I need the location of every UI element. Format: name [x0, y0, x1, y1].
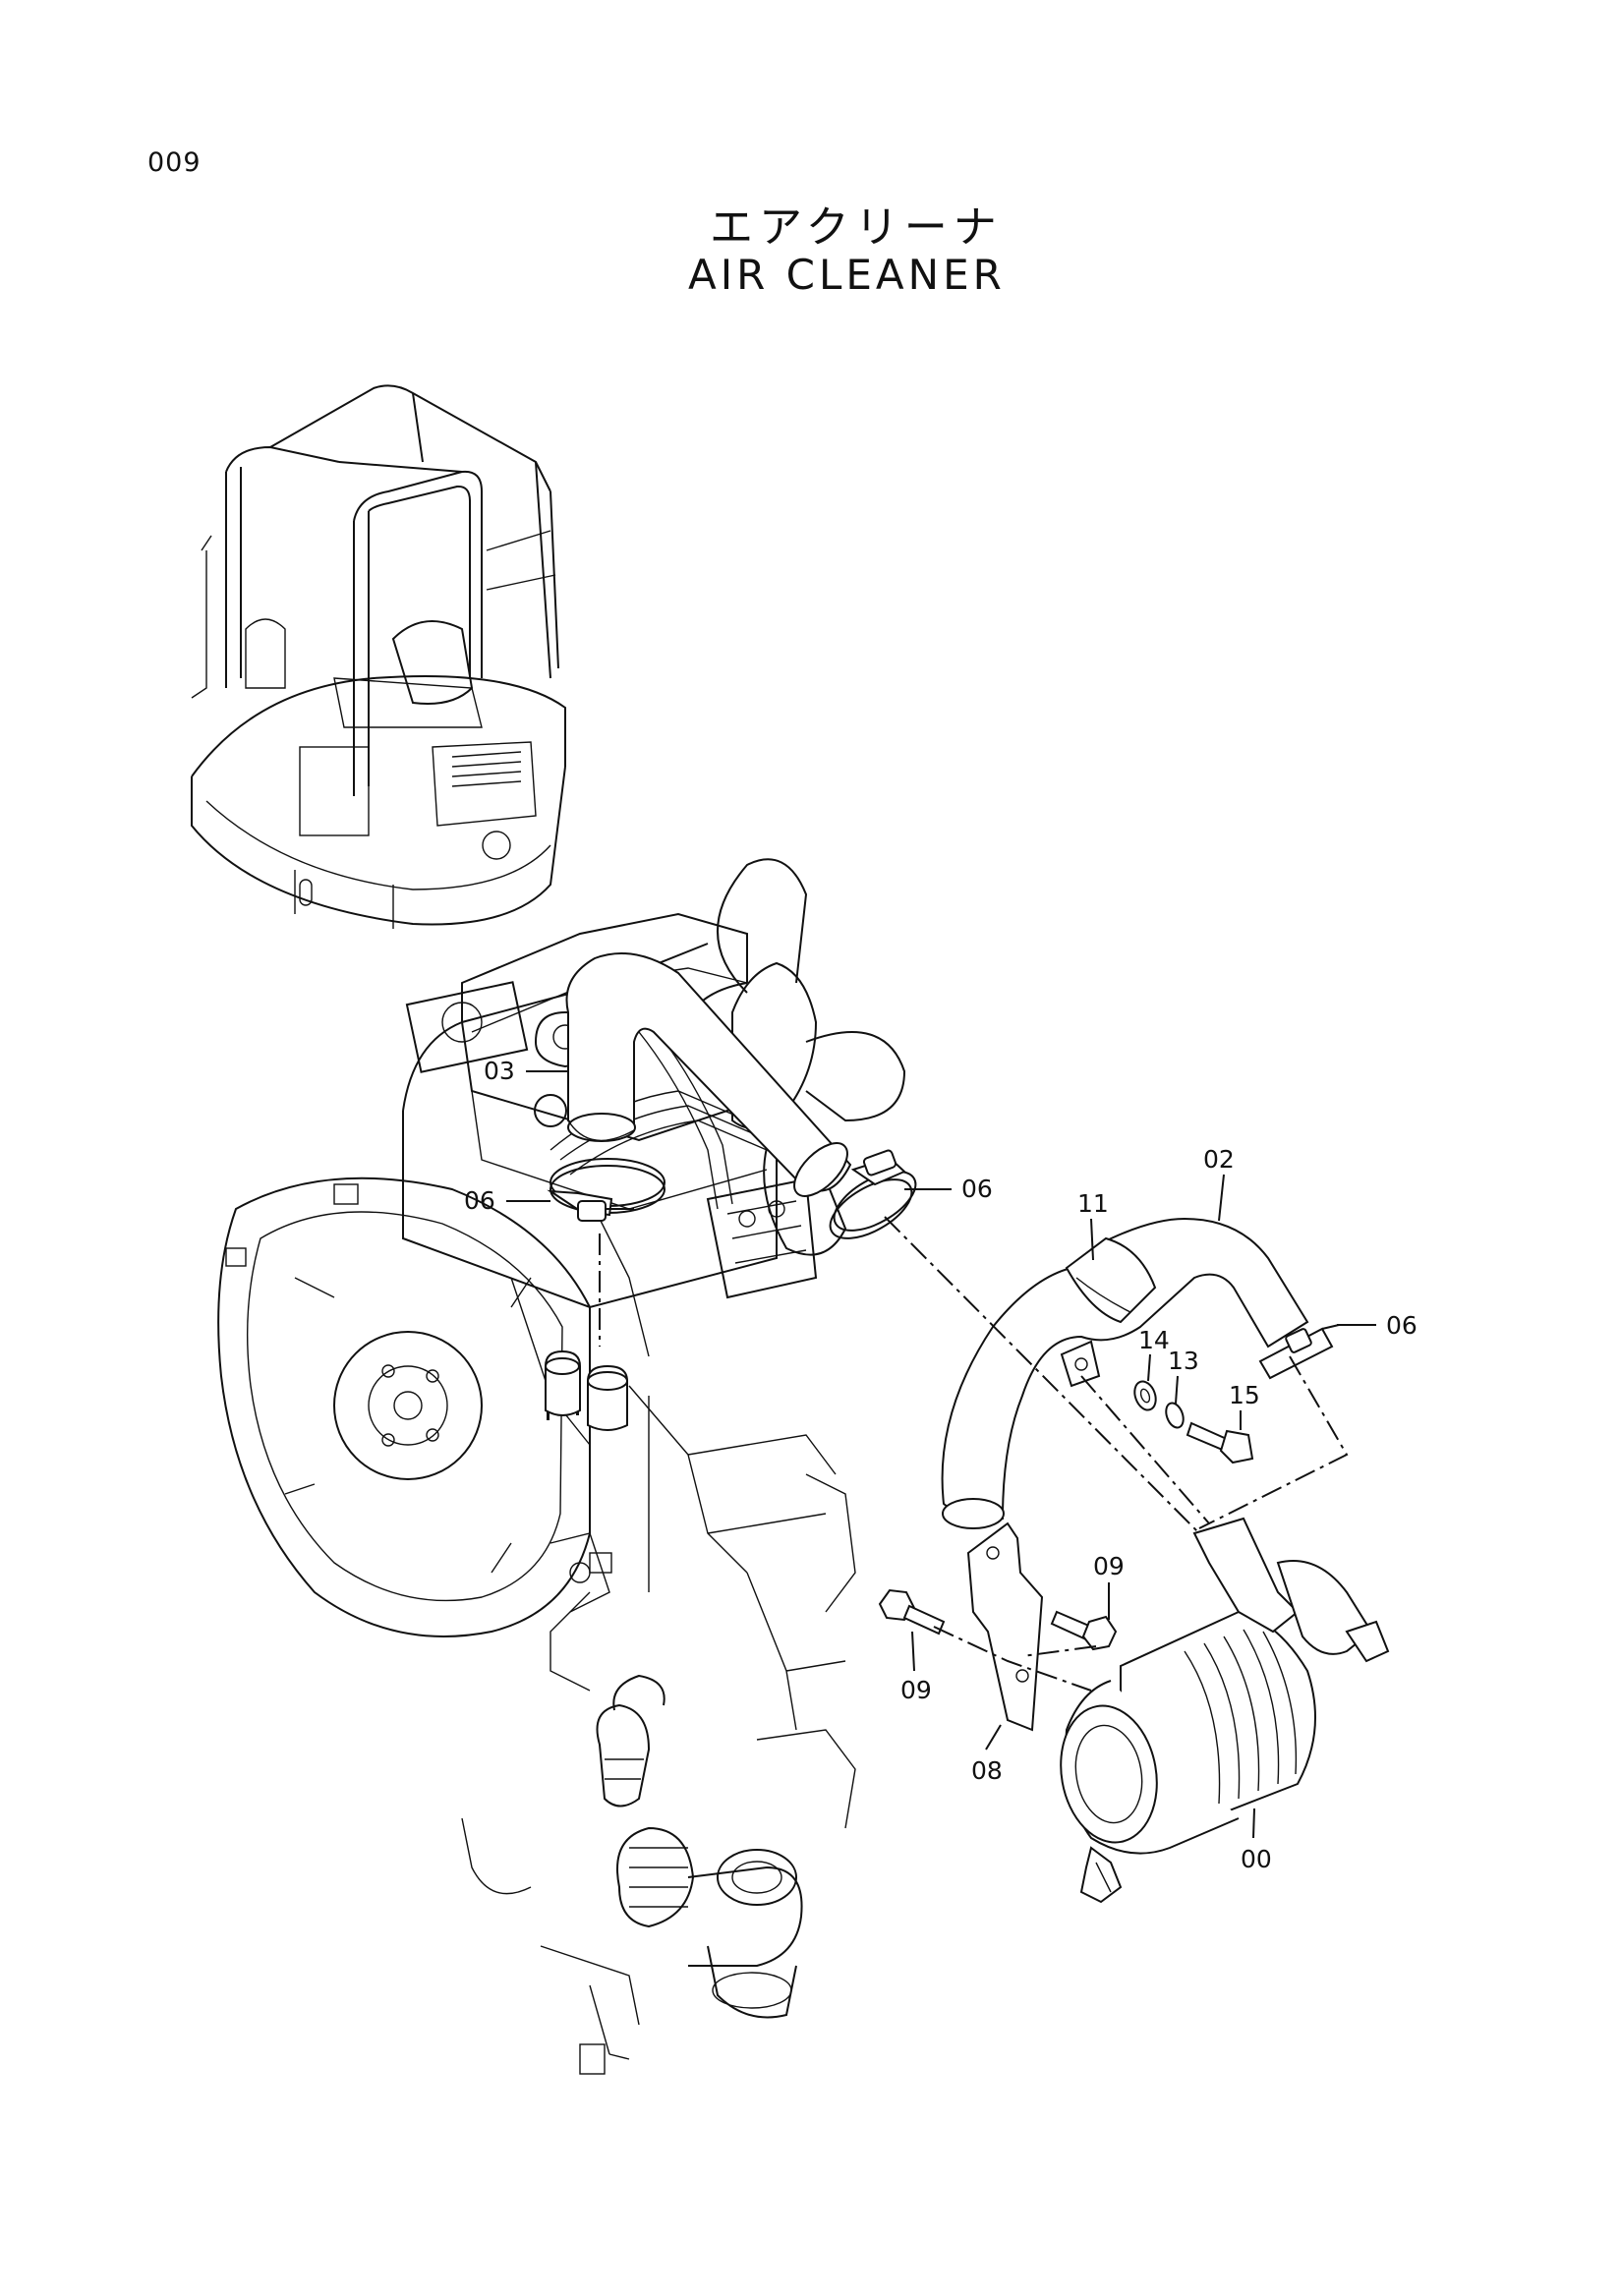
hose-clamp-06-left	[547, 1158, 665, 1222]
callout-00: 00	[1241, 1845, 1272, 1873]
hose-bracket-lug	[1060, 1340, 1101, 1388]
lock-washer-13	[1165, 1402, 1185, 1429]
callout-06-mid: 06	[961, 1175, 993, 1203]
callout-13: 13	[1168, 1347, 1199, 1375]
hose-03	[565, 952, 852, 1197]
hose-clamp-06-mid	[829, 1149, 917, 1239]
callout-labels: 03 06 06 02 11 06 14 13 15 09 09 08 00	[464, 1057, 1418, 1873]
callout-15: 15	[1229, 1381, 1260, 1409]
callout-02: 02	[1203, 1145, 1235, 1174]
air-cleaner-00	[1060, 1517, 1390, 1904]
title-english: AIR CLEANER	[688, 251, 1006, 299]
hose-sleeve-11	[1065, 1236, 1157, 1324]
callout-11: 11	[1077, 1189, 1109, 1218]
bolt-15	[1186, 1421, 1254, 1464]
machine-overview-illustration	[191, 384, 566, 929]
hose-clamp-06-right	[1258, 1324, 1340, 1380]
callout-09-left: 09	[900, 1676, 932, 1704]
callout-09-right: 09	[1093, 1552, 1125, 1580]
callout-08: 08	[971, 1756, 1003, 1785]
intake-port-cylinders	[545, 1349, 628, 1431]
hose-02	[941, 1217, 1309, 1529]
bracket-08	[966, 1521, 1044, 1732]
leader-lines	[506, 1070, 1376, 1839]
title-japanese: エアクリーナ	[710, 202, 1003, 253]
bolt-09-right	[1050, 1610, 1118, 1651]
page-number: 009	[147, 147, 202, 178]
alignment-lines	[599, 1216, 1349, 1692]
callout-06-right: 06	[1386, 1311, 1418, 1340]
washer-14	[1133, 1380, 1157, 1411]
callout-03: 03	[484, 1057, 515, 1085]
engine-assembly-illustration	[217, 858, 906, 2075]
callout-14: 14	[1138, 1326, 1170, 1354]
callout-06-left: 06	[464, 1186, 495, 1215]
